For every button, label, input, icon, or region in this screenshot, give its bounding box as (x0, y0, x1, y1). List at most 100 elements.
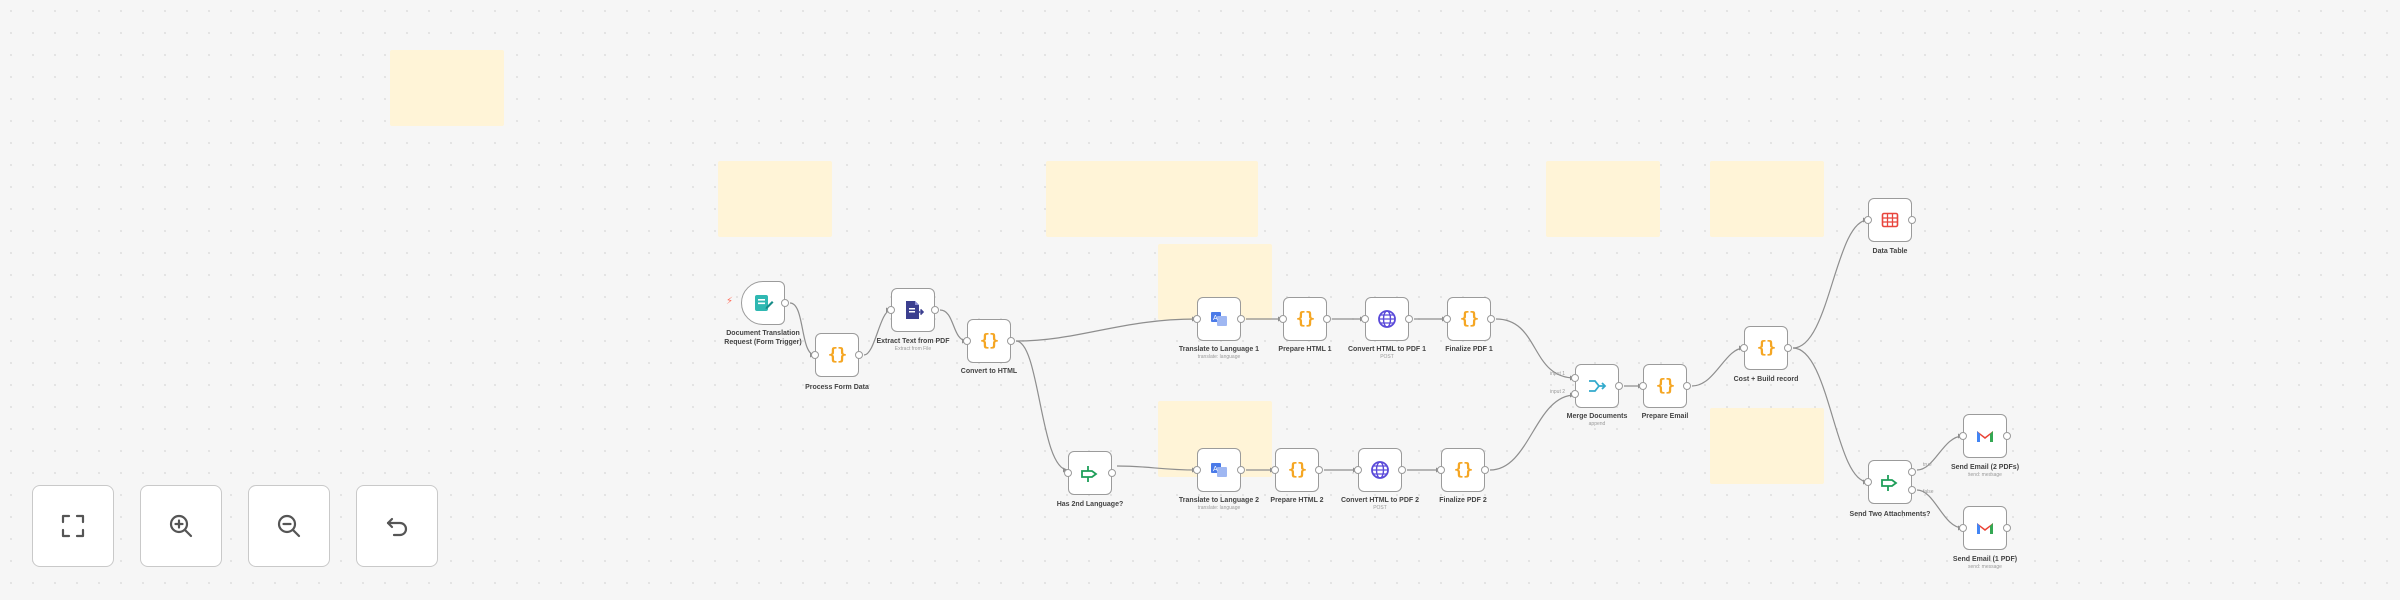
fit-view-icon (61, 514, 85, 538)
node-prepare-html-2[interactable]: {} (1271, 448, 1323, 492)
node-finalize-pdf-1[interactable]: {} (1443, 297, 1495, 341)
node-label: Cost + Build record (1733, 376, 1799, 383)
output-port[interactable] (1108, 469, 1116, 477)
input-port[interactable] (887, 306, 895, 314)
output-port[interactable] (1237, 315, 1245, 323)
code-icon: {} (1459, 309, 1480, 329)
node-translate-language-1[interactable]: A (1193, 297, 1245, 341)
node-label: Finalize PDF 2 (1439, 497, 1487, 504)
sticky-note[interactable] (718, 161, 832, 237)
node-convert-html-to-pdf-2[interactable] (1354, 448, 1406, 492)
input-port[interactable] (1571, 389, 1579, 398)
undo-icon (386, 517, 408, 537)
node-send-email-1-pdf[interactable] (1959, 506, 2011, 550)
input-port[interactable] (1361, 315, 1369, 323)
trigger-bolt-icon: ⚡ (726, 296, 734, 307)
output-port[interactable] (855, 351, 863, 359)
node-subtitle: translate: language (1197, 505, 1241, 511)
node-label: Document Translation Request (Form Trigg… (724, 330, 802, 346)
output-port[interactable] (1481, 466, 1489, 474)
node-cost-build-record[interactable]: {} (1740, 326, 1792, 370)
node-label: Merge Documents (1566, 413, 1628, 420)
sticky-note[interactable] (1710, 161, 1824, 237)
node-send-email-2-pdfs[interactable] (1959, 414, 2011, 458)
output-port[interactable] (2003, 524, 2011, 532)
input-port[interactable] (1354, 466, 1362, 474)
node-extract-text-from-pdf[interactable] (887, 288, 939, 332)
input-port[interactable] (1864, 216, 1872, 224)
output-port[interactable] (2003, 432, 2011, 440)
input-port[interactable] (1271, 466, 1279, 474)
code-icon: {} (1287, 460, 1308, 480)
code-icon: {} (979, 331, 1000, 351)
connection (1015, 318, 1198, 342)
node-send-two-attachments[interactable] (1864, 460, 1916, 504)
node-merge-documents[interactable] (1571, 364, 1623, 408)
output-port[interactable] (1908, 216, 1916, 224)
node-label: Send Email (1 PDF) (1952, 556, 2018, 563)
globe-icon (1371, 461, 1389, 479)
input-port[interactable] (1443, 315, 1451, 323)
output-port[interactable] (1683, 382, 1691, 390)
reset-zoom-button[interactable] (356, 485, 438, 567)
output-port[interactable] (1784, 344, 1792, 352)
output-port[interactable] (1237, 466, 1245, 474)
node-data-table[interactable] (1864, 198, 1916, 242)
node-process-form-data[interactable]: {} (811, 333, 863, 377)
node-form-trigger[interactable] (741, 281, 789, 325)
output-port[interactable] (1315, 466, 1323, 474)
node-label: Send Email (2 PDFs) (1950, 464, 2020, 471)
merge-icon (1589, 380, 1607, 392)
sticky-note[interactable] (1710, 408, 1824, 484)
node-convert-to-html[interactable]: {} (963, 319, 1015, 363)
node-label: Convert HTML to PDF 1 (1347, 346, 1427, 353)
output-port-false[interactable] (1908, 486, 1916, 495)
input-port[interactable] (1193, 466, 1201, 474)
node-label: Has 2nd Language? (1056, 501, 1124, 508)
output-port[interactable] (931, 306, 939, 314)
node-subtitle: Extract from File (894, 346, 932, 352)
node-translate-language-2[interactable]: A (1193, 448, 1245, 492)
sticky-note[interactable] (390, 50, 504, 126)
output-port[interactable] (1615, 382, 1623, 390)
zoom-in-button[interactable] (140, 485, 222, 567)
output-port[interactable] (1398, 466, 1406, 474)
input-port[interactable] (1193, 315, 1201, 323)
input-port[interactable] (963, 337, 971, 345)
sticky-note[interactable] (1546, 161, 1660, 237)
input-port[interactable] (1639, 382, 1647, 390)
input-port[interactable] (1279, 315, 1287, 323)
node-prepare-html-1[interactable]: {} (1279, 297, 1331, 341)
node-has-2nd-language[interactable] (1064, 451, 1116, 495)
input-port[interactable] (1740, 344, 1748, 352)
zoom-to-fit-button[interactable] (32, 485, 114, 567)
node-subtitle: POST (1373, 505, 1387, 511)
output-port[interactable] (1405, 315, 1413, 323)
if-icon (1881, 475, 1898, 491)
table-icon (1881, 212, 1899, 228)
output-port[interactable] (781, 299, 789, 307)
connection (1691, 347, 1745, 387)
node-label: Extract Text from PDF (876, 338, 950, 345)
output-port-true[interactable] (1908, 467, 1916, 476)
output-port[interactable] (1323, 315, 1331, 323)
input-port[interactable] (1571, 374, 1579, 383)
connection (1916, 435, 1964, 471)
form-icon (755, 295, 774, 311)
input-port[interactable] (1437, 466, 1445, 474)
output-port[interactable] (1487, 315, 1495, 323)
input-port[interactable] (1864, 478, 1872, 486)
node-finalize-pdf-2[interactable]: {} (1437, 448, 1489, 492)
node-prepare-email[interactable]: {} (1639, 364, 1691, 408)
node-label: Convert HTML to PDF 2 (1340, 497, 1420, 504)
zoom-out-button[interactable] (248, 485, 330, 567)
node-convert-html-to-pdf-1[interactable] (1361, 297, 1413, 341)
sticky-note[interactable] (1046, 161, 1258, 237)
output-port[interactable] (1007, 337, 1015, 345)
input-port[interactable] (1959, 432, 1967, 440)
input-port[interactable] (811, 351, 819, 359)
node-label: Data Table (1872, 248, 1908, 255)
input-port[interactable] (1064, 469, 1072, 477)
input-port[interactable] (1959, 524, 1967, 532)
